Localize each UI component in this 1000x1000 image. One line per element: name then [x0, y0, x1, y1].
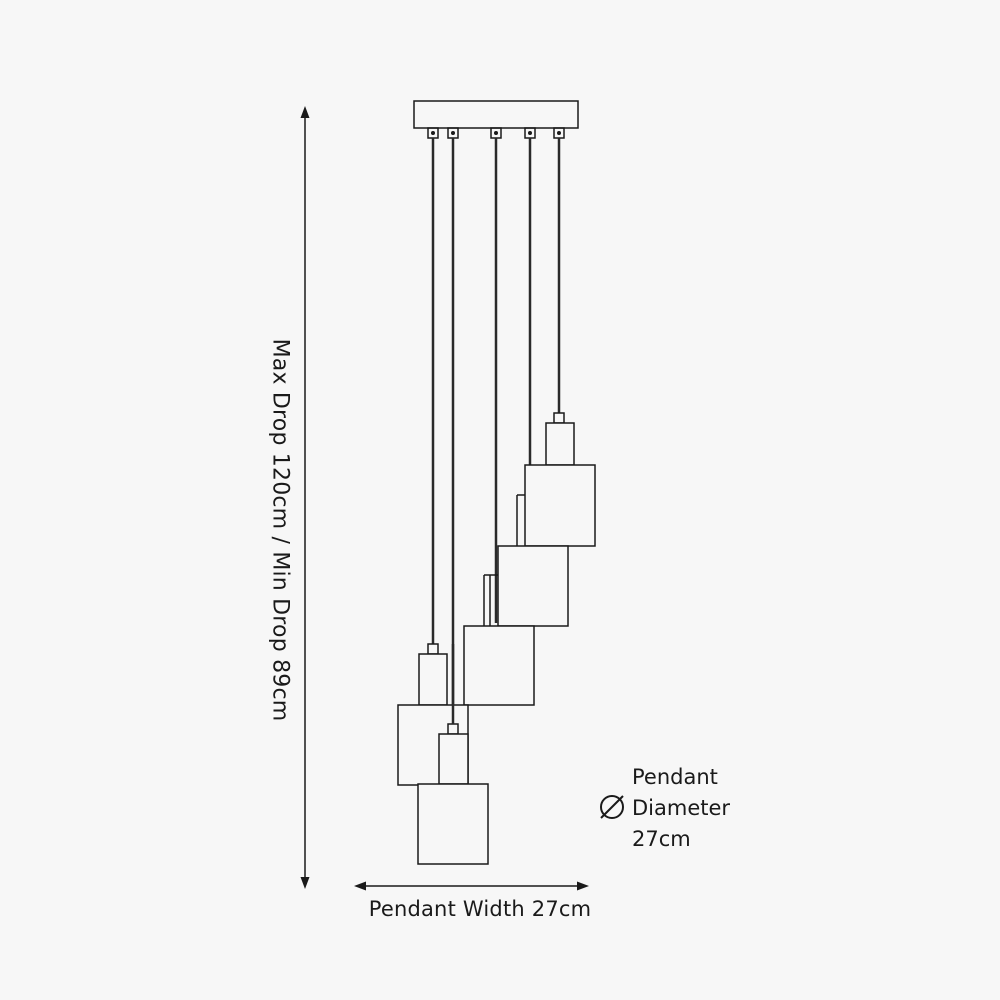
- pendant-third-shade: [463, 625, 535, 706]
- pendant-top-shade: [524, 464, 596, 547]
- width-arrow-right-head: [577, 881, 589, 891]
- diameter-callout: Pendant Diameter 27cm: [597, 762, 757, 857]
- pendant-second: [483, 545, 569, 627]
- width-arrow-left-head: [354, 881, 366, 891]
- canopy-plate: [413, 100, 579, 129]
- ceiling-canopy: [413, 100, 579, 139]
- pendant-top-holder: [545, 422, 575, 466]
- height-dimension-arrow: [300, 106, 310, 889]
- diameter-label-line-2: Diameter: [632, 796, 731, 820]
- diameter-label-line-3: 27cm: [632, 827, 691, 851]
- width-dimension-label: Pendant Width 27cm: [368, 897, 592, 921]
- pendant-top: [516, 412, 596, 547]
- pendant-third: [463, 625, 535, 706]
- height-arrow-bottom-head: [300, 877, 310, 889]
- diameter-label: Pendant Diameter 27cm: [632, 762, 730, 855]
- pendant-bottom: [417, 723, 489, 865]
- width-dimension-arrow: [354, 881, 589, 891]
- diameter-label-line-1: Pendant: [632, 765, 718, 789]
- pendant-second-shade: [497, 545, 569, 627]
- height-dimension-label: Max Drop 120cm / Min Drop 89cm: [267, 338, 293, 722]
- pendant-bottom-shade: [417, 783, 489, 865]
- pendant-fourth-holder: [418, 653, 448, 706]
- pendant-bottom-holder: [438, 733, 469, 785]
- pendant-shades: [397, 412, 596, 865]
- height-arrow-top-head: [300, 106, 310, 118]
- diameter-symbol-icon: [600, 795, 624, 819]
- suspension-cords: [431, 138, 561, 724]
